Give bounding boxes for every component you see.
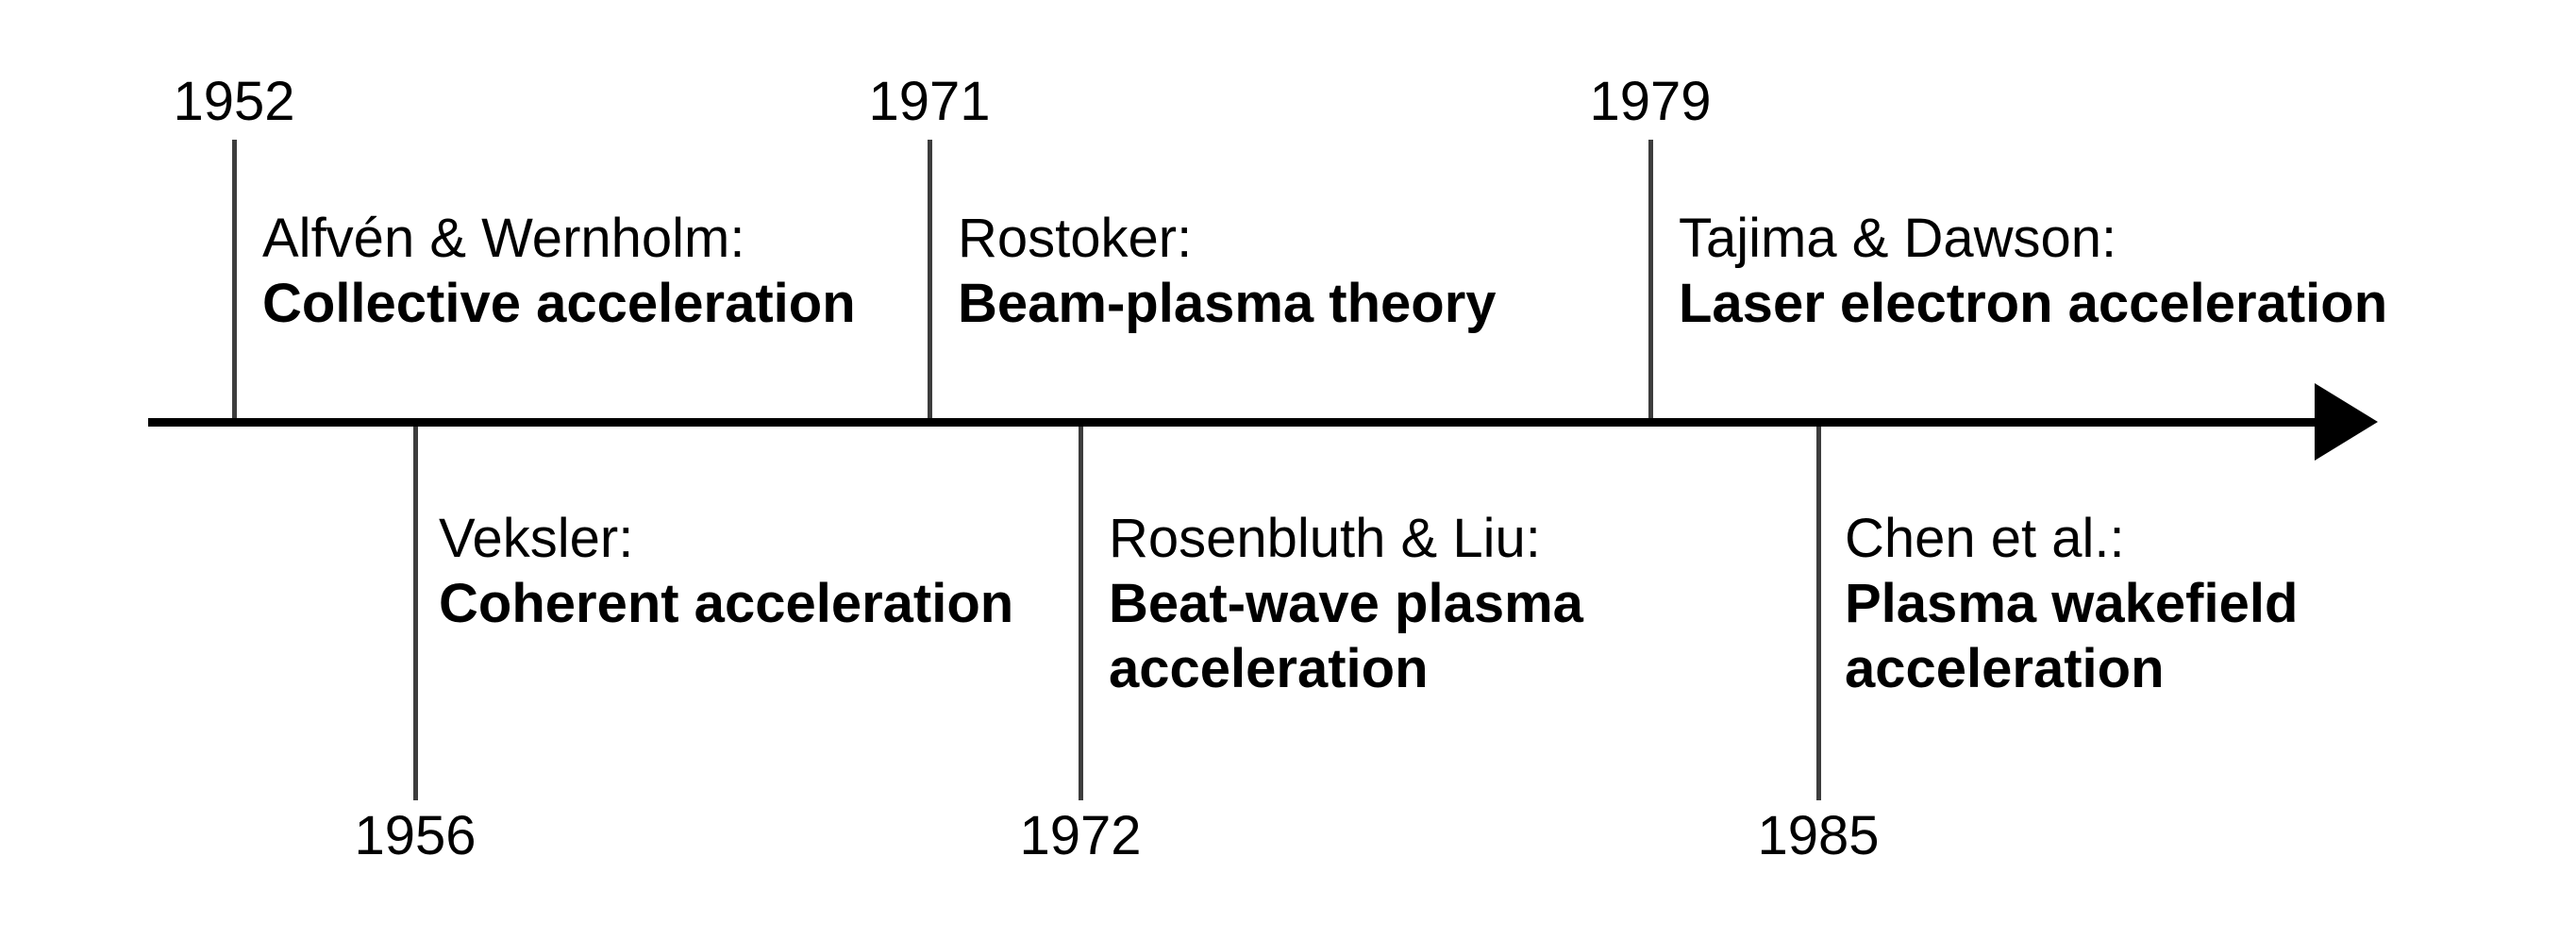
event-label: Veksler: Coherent acceleration — [439, 506, 1013, 636]
tick-mark — [413, 427, 418, 800]
tick-mark — [232, 140, 237, 418]
year-label: 1972 — [1019, 805, 1142, 866]
event-author: Rostoker: — [958, 208, 1193, 269]
year-label: 1952 — [173, 71, 295, 132]
event-topic: Coherent acceleration — [439, 573, 1014, 634]
year-label: 1971 — [868, 71, 991, 132]
event-topic: Collective acceleration — [262, 273, 856, 334]
year-label: 1985 — [1757, 805, 1880, 866]
event-label: Rosenbluth & Liu: Beat-wave plasma accel… — [1109, 506, 1583, 701]
event-topic: Laser electron acceleration — [1679, 273, 2388, 334]
event-label: Tajima & Dawson: Laser electron accelera… — [1679, 206, 2387, 336]
event-topic: Beat-wave plasma acceleration — [1109, 573, 1583, 699]
tick-mark — [1079, 427, 1083, 800]
event-author: Alfvén & Wernholm: — [262, 208, 745, 269]
event-author: Chen et al.: — [1845, 508, 2125, 569]
event-topic: Beam-plasma theory — [958, 273, 1497, 334]
event-label: Alfvén & Wernholm: Collective accelerati… — [262, 206, 856, 336]
tick-mark — [1648, 140, 1653, 418]
event-label: Chen et al.: Plasma wakefield accelerati… — [1845, 506, 2298, 701]
timeline-axis — [148, 418, 2317, 427]
year-label: 1956 — [354, 805, 477, 866]
event-author: Rosenbluth & Liu: — [1109, 508, 1541, 569]
year-label: 1979 — [1589, 71, 1712, 132]
tick-mark — [1816, 427, 1821, 800]
event-author: Veksler: — [439, 508, 634, 569]
tick-mark — [928, 140, 932, 418]
event-label: Rostoker: Beam-plasma theory — [958, 206, 1497, 336]
event-author: Tajima & Dawson: — [1679, 208, 2117, 269]
arrow-right-icon — [2315, 383, 2378, 461]
event-topic: Plasma wakefield acceleration — [1845, 573, 2299, 699]
